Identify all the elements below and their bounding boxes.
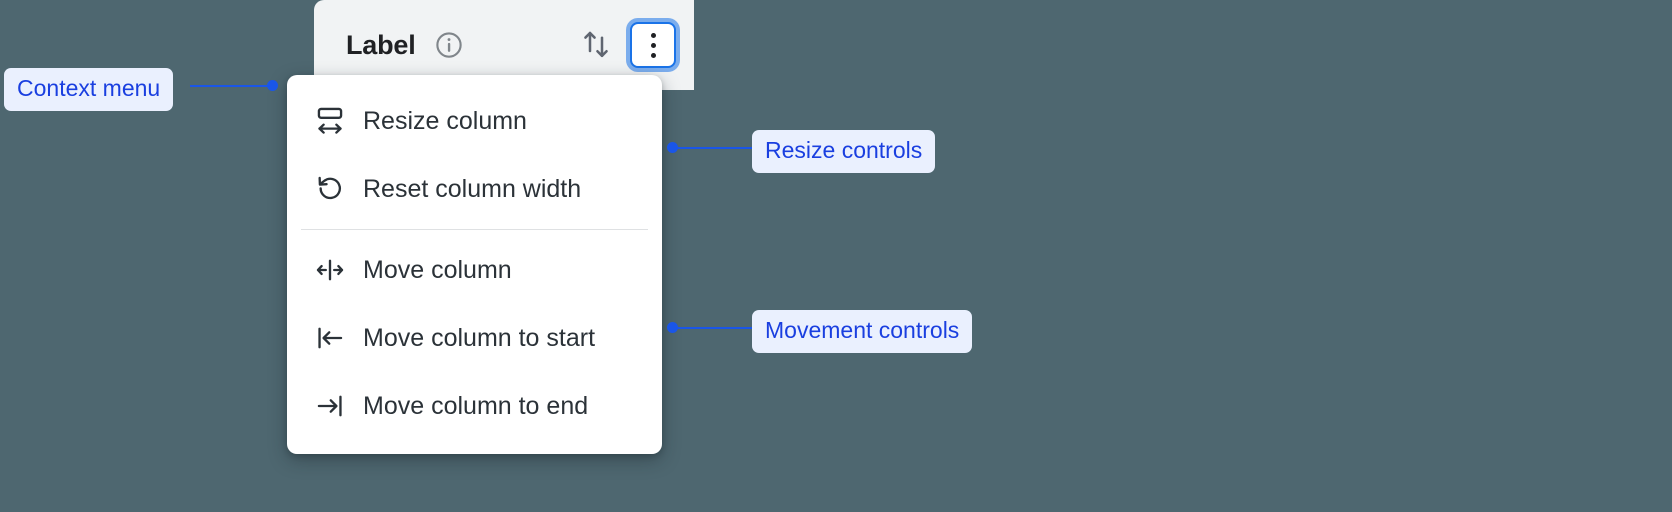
sort-arrows-icon[interactable]	[578, 27, 614, 63]
callout-resize-controls: Resize controls	[752, 130, 936, 173]
callout-leader-line-movement-controls	[672, 327, 754, 329]
callout-leader-dot-movement-controls	[667, 322, 678, 333]
menu-item-move-column[interactable]: Move column	[287, 236, 662, 304]
page-title: Label	[346, 29, 416, 60]
menu-separator	[301, 229, 648, 230]
menu-item-label: Move column	[363, 255, 512, 284]
menu-item-label: Move column to end	[363, 391, 589, 420]
menu-item-label: Resize column	[363, 106, 527, 135]
column-menu-button[interactable]	[630, 22, 676, 68]
resize-column-icon	[313, 104, 347, 138]
menu-item-resize-column[interactable]: Resize column	[287, 87, 662, 155]
callout-leader-dot-resize-controls	[667, 142, 678, 153]
kebab-dot-bottom	[650, 52, 656, 58]
callout-leader-line-resize-controls	[672, 147, 754, 149]
menu-item-move-column-to-start[interactable]: Move column to start	[287, 304, 662, 372]
kebab-dot-middle	[650, 42, 656, 48]
menu-item-move-column-to-end[interactable]: Move column to end	[287, 372, 662, 440]
move-to-end-icon	[313, 389, 347, 423]
column-context-menu: Resize column Reset column width Move co…	[287, 75, 662, 454]
callout-leader-dot-context-menu	[267, 80, 278, 91]
move-to-start-icon	[313, 321, 347, 355]
callout-context-menu: Context menu	[4, 68, 174, 111]
info-circle-icon[interactable]	[434, 30, 464, 60]
kebab-dot-top	[650, 32, 656, 38]
menu-item-label: Reset column width	[363, 174, 582, 203]
menu-item-reset-column-width[interactable]: Reset column width	[287, 155, 662, 223]
menu-item-label: Move column to start	[363, 323, 596, 352]
reset-width-icon	[313, 172, 347, 206]
callout-leader-line-context-menu	[190, 85, 272, 87]
move-column-icon	[313, 253, 347, 287]
callout-movement-controls: Movement controls	[752, 310, 973, 353]
